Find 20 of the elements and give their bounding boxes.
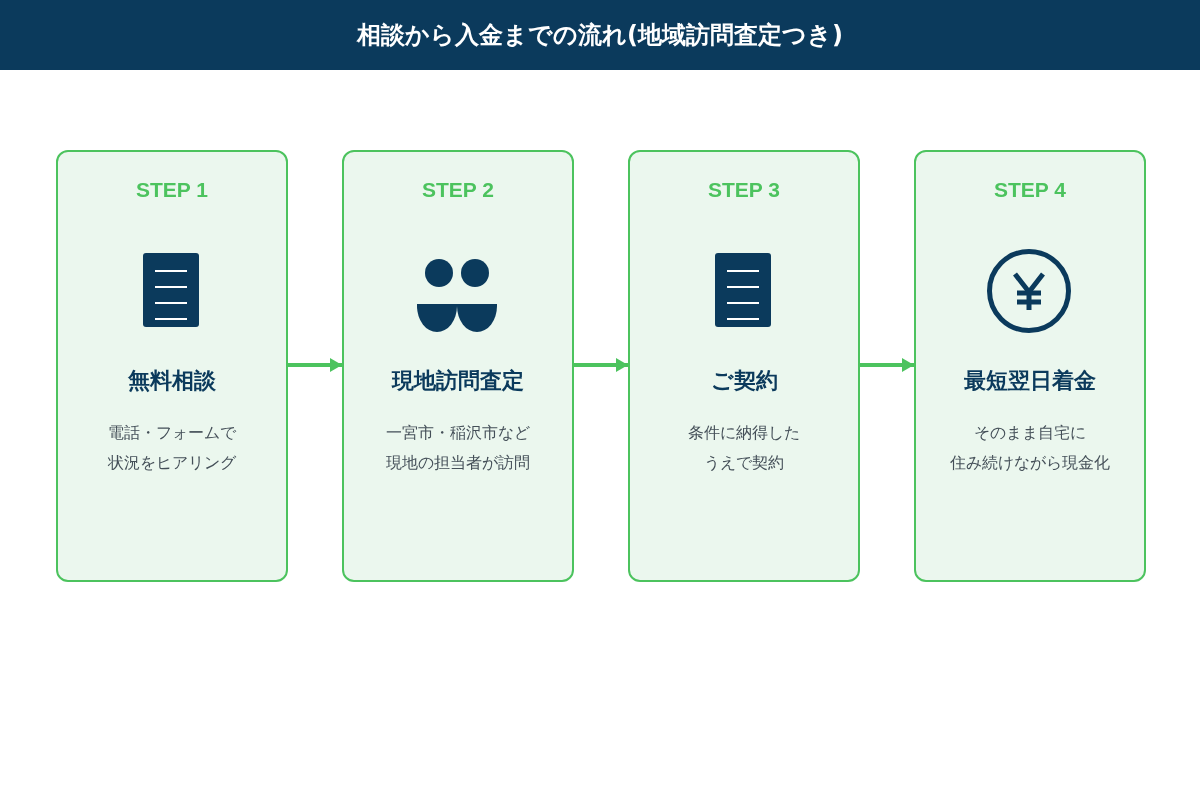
title: 相談から入金までの流れ(地域訪問査定つき)	[357, 20, 843, 51]
step-label: STEP 3	[708, 178, 780, 202]
step-card	[628, 150, 860, 582]
step-description: 電話・フォームで状況をヒアリング	[108, 422, 236, 474]
step-card	[914, 150, 1146, 582]
step-heading: ご契約	[710, 367, 778, 395]
step-heading: 現地訪問査定	[392, 367, 524, 395]
arrow	[860, 358, 914, 372]
step-description: そのまま自宅に住み続けながら現金化	[950, 422, 1110, 474]
step-card	[342, 150, 574, 582]
step-card	[56, 150, 288, 582]
step-description: 一宮市・稲沢市など現地の担当者が訪問	[386, 422, 530, 474]
step-label: STEP 4	[994, 178, 1066, 202]
step-label: STEP 2	[422, 178, 494, 202]
arrow	[288, 358, 342, 372]
step-description: 条件に納得したうえで契約	[688, 422, 800, 474]
step-heading: 無料相談	[128, 367, 216, 395]
arrow	[574, 358, 628, 372]
step-label: STEP 1	[136, 178, 208, 202]
step-heading: 最短翌日着金	[964, 367, 1096, 395]
